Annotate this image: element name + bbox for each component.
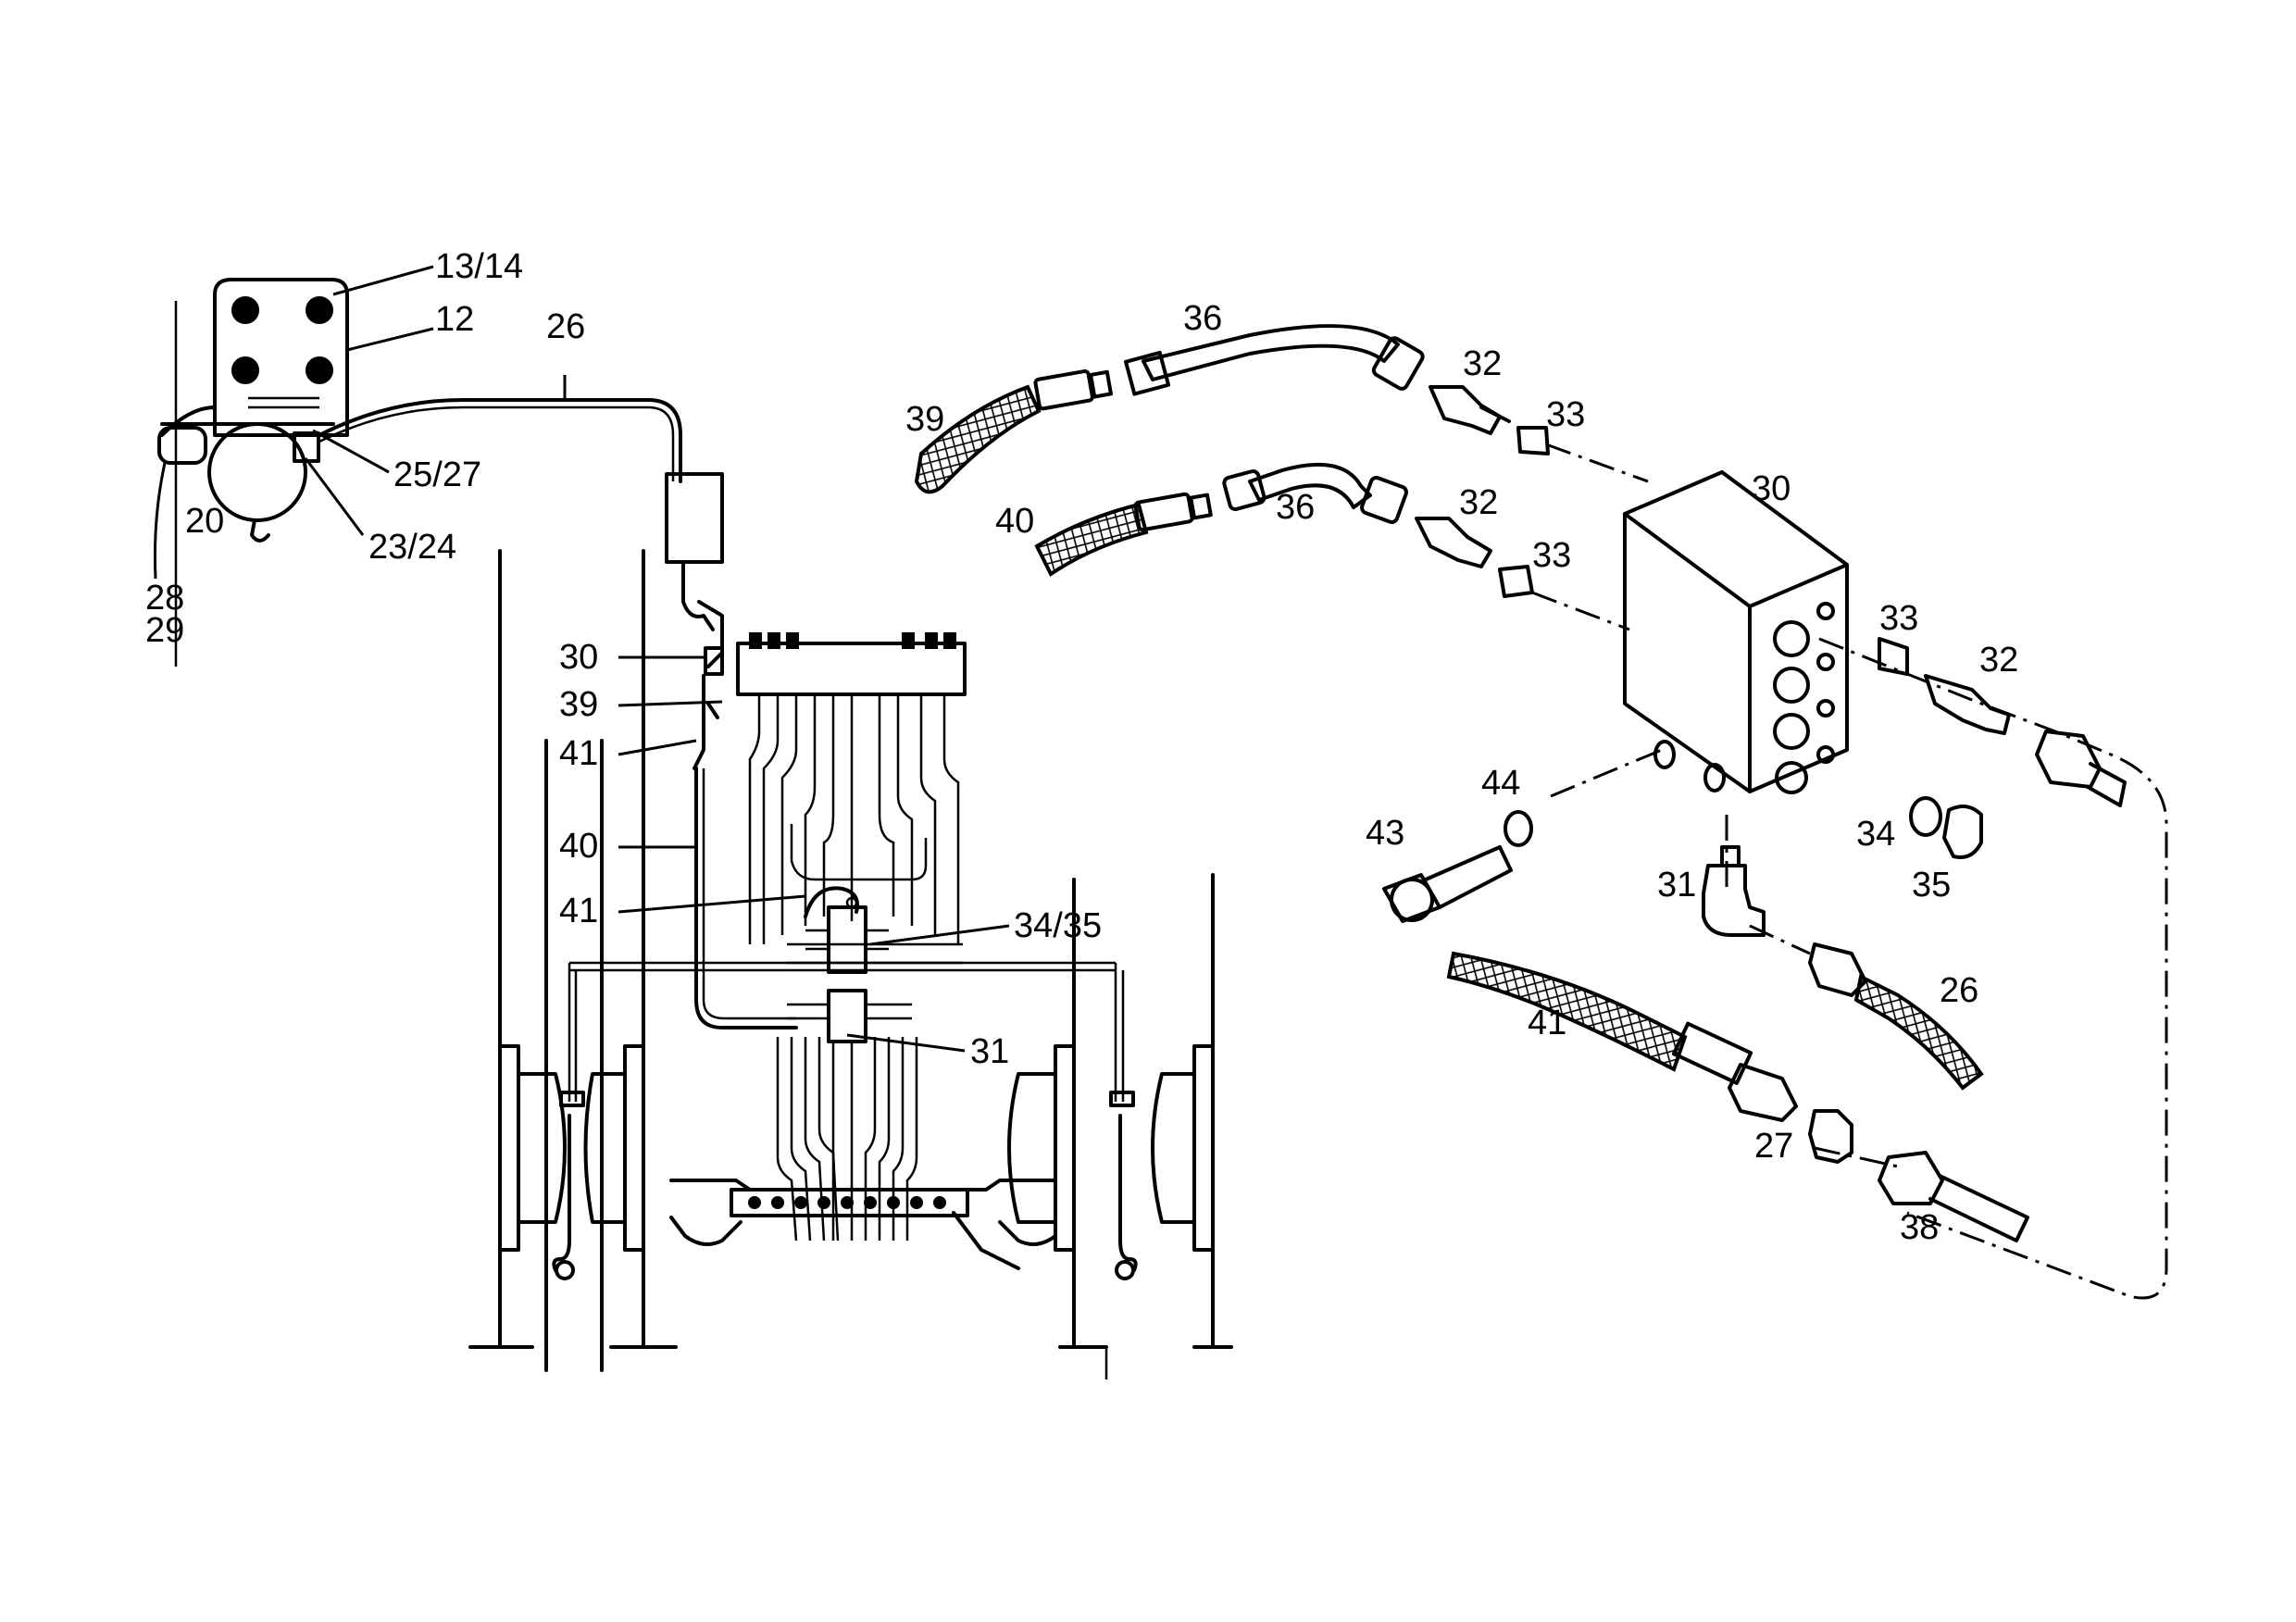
hose-40 [1034, 502, 1149, 577]
hose-41-right [1446, 951, 1688, 1072]
bolt-hole [306, 356, 333, 384]
seal-34 [1909, 796, 1942, 837]
callout-33-c: 33 [1879, 599, 1918, 638]
callout-23-24: 23/24 [368, 528, 456, 567]
hose-39 [914, 384, 1042, 494]
bottom-manifold-ports [748, 1196, 946, 1209]
callout-labels: 13/14 12 26 25/27 23/24 20 28 29 30 39 4… [145, 247, 2018, 1247]
callout-39-left: 39 [559, 685, 598, 724]
plug-35 [1942, 805, 1983, 859]
bolt-hole [306, 296, 333, 324]
bolt-43 [1382, 845, 1513, 923]
cap-33-right [1878, 637, 1909, 676]
callout-33-b: 33 [1532, 536, 1571, 575]
callout-28: 28 [145, 579, 184, 618]
cap-33-upper [1516, 426, 1550, 455]
callout-34-35: 34/35 [1014, 906, 1102, 945]
nut-41 [1728, 1063, 1798, 1122]
bottom-manifold [730, 1188, 969, 1217]
callout-20: 20 [185, 502, 224, 541]
junction-box [665, 472, 724, 564]
callout-26-right: 26 [1940, 971, 1978, 1010]
nut-38 [1878, 1151, 1944, 1205]
callout-12: 12 [435, 300, 474, 339]
callout-26-top: 26 [546, 307, 585, 346]
callout-30-right: 30 [1752, 469, 1791, 508]
union-27 [1808, 1109, 1853, 1164]
callout-30-left: 30 [559, 638, 598, 677]
fitting-32-upper [1429, 385, 1502, 435]
line-26 [318, 398, 682, 483]
t-fitting-31 [1702, 864, 1766, 937]
distributor-assembly [552, 600, 1138, 1280]
pipe-38 [1928, 1174, 2029, 1242]
callout-34: 34 [1856, 815, 1895, 854]
callout-44: 44 [1481, 764, 1520, 803]
sub-distributor-upper [827, 905, 867, 974]
callout-38: 38 [1900, 1208, 1939, 1247]
callout-25-27: 25/27 [393, 455, 481, 494]
callout-36-b: 36 [1276, 488, 1315, 527]
hose-end-right [1109, 1091, 1135, 1107]
callout-41-left-b: 41 [559, 892, 598, 930]
distributor-caps [749, 632, 956, 649]
callout-32-a: 32 [1463, 344, 1502, 383]
cap-33-mid [1498, 565, 1534, 598]
callout-33-a: 33 [1546, 395, 1585, 434]
callout-43: 43 [1366, 814, 1404, 853]
callout-39-right: 39 [905, 400, 944, 439]
callout-32-c: 32 [1979, 641, 2018, 680]
callout-31-left: 31 [970, 1032, 1009, 1071]
callout-32-b: 32 [1459, 483, 1498, 522]
nut-26 [1808, 942, 1867, 997]
callout-40-right: 40 [995, 502, 1034, 541]
nut-right [2035, 730, 2102, 789]
distributor-block-30 [1623, 470, 1849, 794]
callout-41-left-a: 41 [559, 734, 598, 773]
callout-36-a: 36 [1183, 299, 1222, 338]
callout-29: 29 [145, 611, 184, 650]
callout-31-right: 31 [1657, 866, 1696, 905]
bolt-hole [231, 296, 259, 324]
pump-fitting-left [157, 426, 207, 465]
hose-26-right [1853, 974, 1984, 1091]
pipe-36-lower [1248, 462, 1372, 509]
fitting-32-right [1924, 674, 2011, 735]
left-leaders [153, 265, 1010, 1053]
bolt-hole [231, 356, 259, 384]
callout-35: 35 [1912, 866, 1951, 905]
callout-41-right: 41 [1528, 1004, 1566, 1042]
washer-44 [1504, 810, 1533, 847]
fitting-32-mid [1415, 517, 1492, 568]
pump-unit [157, 278, 349, 667]
main-distributor [736, 642, 967, 696]
hose-end-left [559, 1091, 585, 1107]
mounting-bracket [213, 278, 349, 437]
pipe-36-upper [1142, 324, 1400, 381]
sub-distributor-lower [827, 989, 867, 1043]
callout-40-left: 40 [559, 827, 598, 866]
hose-39-fitting [1033, 368, 1094, 411]
callout-13-14: 13/14 [435, 247, 523, 286]
exploded-view [914, 324, 2168, 1300]
callout-27: 27 [1754, 1127, 1793, 1166]
